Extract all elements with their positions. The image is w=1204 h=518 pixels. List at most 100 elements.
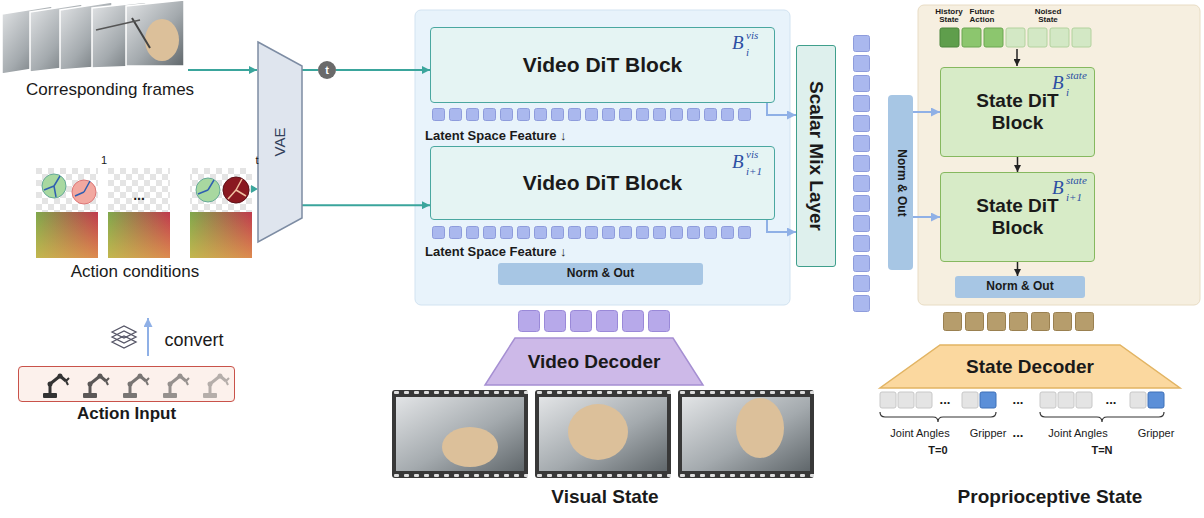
joint-token bbox=[898, 392, 914, 408]
time-label: T=N bbox=[1091, 444, 1112, 457]
state-decoder: State Decoder bbox=[880, 345, 1180, 388]
block-superscript: state bbox=[1066, 69, 1087, 82]
flow-arrow bbox=[1016, 49, 1018, 66]
node-shape bbox=[258, 42, 302, 242]
noised-token bbox=[1072, 28, 1091, 47]
time-label: T=0 bbox=[928, 444, 947, 457]
robot-arm-icon bbox=[123, 374, 149, 399]
pose-axes bbox=[228, 179, 246, 199]
output-caption: Visual State bbox=[551, 486, 658, 508]
connector bbox=[767, 103, 796, 115]
token-group-label: History State bbox=[932, 8, 966, 24]
gripper-shape bbox=[736, 398, 784, 458]
film-holes bbox=[535, 391, 671, 394]
joint-token bbox=[1058, 392, 1074, 408]
pose-axes bbox=[75, 181, 90, 196]
action-token bbox=[962, 28, 981, 47]
output-token-row bbox=[880, 392, 1164, 408]
block-subscript: i bbox=[1066, 86, 1069, 99]
depth-map bbox=[108, 212, 170, 258]
timestep-circle: t bbox=[318, 61, 336, 79]
depth-map bbox=[108, 212, 170, 258]
latent-tokens bbox=[432, 108, 751, 121]
pose-map bbox=[108, 168, 170, 212]
node-shape bbox=[485, 338, 703, 385]
film-frame bbox=[535, 390, 671, 478]
video-dit-block: Video DiT BlockBvisi+1 bbox=[430, 146, 775, 220]
box-caption: Action Input bbox=[77, 404, 176, 424]
depth-map bbox=[190, 212, 252, 258]
block-superscript: vis bbox=[746, 148, 758, 161]
state-tokens bbox=[943, 312, 1094, 331]
video-tokens bbox=[518, 310, 670, 332]
arm-line bbox=[132, 18, 150, 48]
block-superscript: state bbox=[1066, 174, 1087, 187]
block-symbol: B bbox=[732, 151, 744, 173]
brace bbox=[1040, 412, 1164, 422]
block-subscript: i+1 bbox=[746, 165, 762, 178]
connector bbox=[767, 220, 796, 232]
token-label: Joint Angles bbox=[890, 427, 949, 440]
token-label: Gripper bbox=[1138, 427, 1175, 440]
action-input-box: Action Input bbox=[18, 366, 235, 402]
step-label: convert bbox=[164, 330, 223, 351]
ellipsis: ... bbox=[1013, 393, 1024, 408]
block-title: State DiT Block bbox=[963, 90, 1073, 134]
connector bbox=[1017, 262, 1019, 276]
gripper-shape bbox=[145, 19, 179, 61]
arm-line bbox=[96, 20, 140, 30]
scalar-mix-layer: Scalar Mix Layer bbox=[796, 45, 836, 267]
pose-circle bbox=[42, 174, 66, 198]
pose-circle bbox=[72, 180, 96, 204]
state-branch-panel: History StateFuture Action Noised StateSt… bbox=[918, 5, 1200, 305]
token-group-label: Future Action bbox=[965, 8, 999, 24]
decoder-label: State Decoder bbox=[966, 356, 1094, 378]
pose-axes bbox=[44, 176, 60, 197]
token-row bbox=[518, 310, 670, 332]
joint-token bbox=[1040, 392, 1056, 408]
frame-image bbox=[396, 397, 524, 471]
noised-token bbox=[1050, 28, 1069, 47]
film-holes bbox=[678, 474, 814, 477]
block-title: Video DiT Block bbox=[523, 53, 682, 77]
depth-map bbox=[36, 212, 98, 258]
vae-encoder: VAE bbox=[258, 42, 302, 242]
token-group-label: Noised State bbox=[1031, 8, 1065, 24]
pose-map bbox=[36, 168, 98, 212]
frame-index: t bbox=[255, 154, 258, 167]
convert-arrow bbox=[147, 318, 149, 356]
frame-stack bbox=[2, 0, 184, 74]
layer bbox=[112, 336, 136, 348]
token-column bbox=[853, 35, 870, 312]
pose-map bbox=[190, 168, 252, 212]
pose-circle bbox=[223, 177, 249, 203]
norm-out-bar: Norm & Out bbox=[498, 263, 703, 285]
gripper-token bbox=[1148, 392, 1164, 408]
video-frame bbox=[126, 0, 184, 66]
gripper-shape bbox=[442, 427, 498, 467]
state-token-row bbox=[940, 28, 1091, 47]
block-title: State DiT Block bbox=[963, 195, 1073, 239]
input-arrow bbox=[188, 69, 257, 71]
gripper-token bbox=[980, 392, 996, 408]
connector bbox=[1017, 157, 1019, 172]
block-symbol: B bbox=[732, 32, 744, 54]
token-row bbox=[432, 108, 751, 121]
film-holes bbox=[535, 391, 671, 394]
action-input-fill bbox=[18, 366, 235, 402]
gripper-shape bbox=[568, 404, 628, 460]
action-token bbox=[984, 28, 1003, 47]
block-symbol: B bbox=[1052, 72, 1064, 94]
bar-label: Norm & Out bbox=[986, 280, 1053, 294]
robot-arm-icon bbox=[43, 374, 69, 399]
film-holes bbox=[678, 391, 814, 394]
node-shape bbox=[880, 345, 1180, 388]
feature-caption: Latent Space Feature ↓ bbox=[425, 129, 567, 144]
joint-token bbox=[1130, 392, 1146, 408]
token-label: Gripper bbox=[970, 427, 1007, 440]
block-superscript: vis bbox=[746, 29, 758, 42]
ellipsis: ... bbox=[940, 393, 951, 408]
pose-axes bbox=[198, 180, 214, 194]
timestep-label: t bbox=[325, 64, 329, 77]
